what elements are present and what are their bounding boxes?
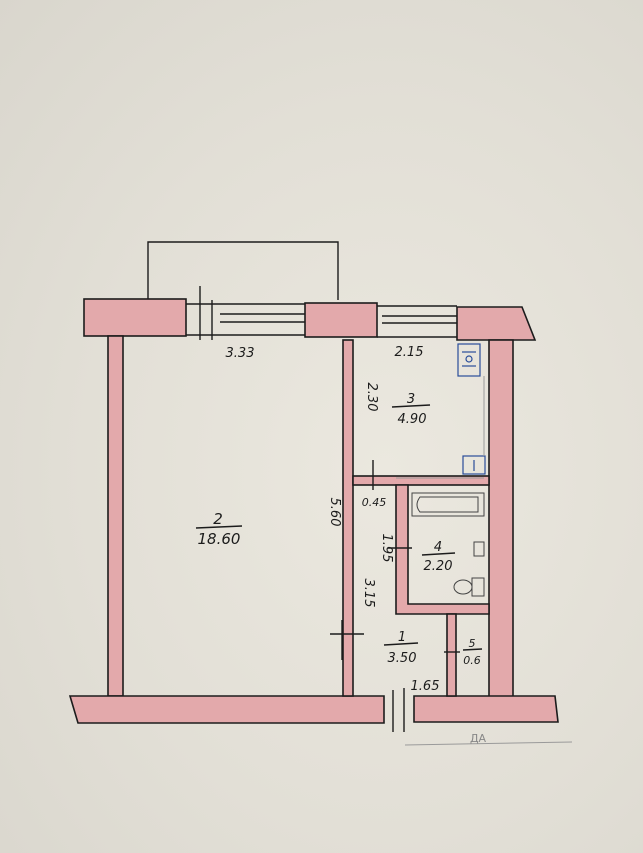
dim-room2-length: 5.60	[327, 498, 342, 527]
partition-kitchen	[352, 475, 490, 486]
window-kitchen	[377, 305, 457, 338]
stove-icon	[457, 343, 481, 377]
dim-bath-gap: 0.45	[362, 496, 387, 509]
entrance-door	[392, 688, 405, 732]
wc-wall	[446, 613, 457, 697]
room-2-label: 2 18.60	[195, 510, 243, 548]
bathtub-icon	[411, 492, 485, 517]
room-1-label: 1 3.50	[383, 630, 419, 666]
bottom-wall	[68, 695, 385, 724]
room-3-number: 3	[407, 392, 415, 407]
dim-hall-length: 3.15	[361, 579, 376, 608]
dim-bath-length: 1.95	[379, 534, 394, 563]
room-1-area: 3.50	[388, 651, 417, 666]
room-4-label: 4 2.20	[421, 540, 456, 574]
balcony-outline	[147, 241, 339, 300]
room-5-number: 5	[469, 637, 476, 650]
left-wall	[107, 335, 124, 697]
dim-hall-width: 1.65	[411, 679, 440, 694]
top-wall-right	[456, 306, 537, 341]
room-5-area: 0.6	[463, 654, 481, 667]
bottom-wall-right	[413, 695, 559, 723]
room-3-label: 3 4.90	[391, 392, 431, 427]
room-4-number: 4	[434, 540, 442, 555]
dim-room2-width: 3.33	[226, 346, 255, 361]
room-3-area: 4.90	[398, 412, 427, 427]
door-room-2	[330, 620, 364, 660]
window-room-2	[186, 286, 305, 340]
room-2-area: 18.60	[198, 530, 241, 548]
signature-line	[404, 741, 573, 746]
top-wall-pier	[304, 302, 378, 338]
sink-icon	[462, 455, 486, 475]
toilet-icon	[453, 577, 485, 597]
room-2-number: 2	[213, 510, 223, 528]
dim-kitchen-length: 2.30	[364, 383, 379, 412]
room-1-number: 1	[398, 630, 406, 645]
dim-kitchen-width: 2.15	[395, 345, 424, 360]
washbasin-icon	[473, 541, 485, 557]
room-5-label: 5 0.6	[462, 637, 483, 667]
partition-main	[342, 339, 354, 697]
top-wall-left	[83, 298, 187, 337]
signature: ДА	[470, 732, 487, 745]
right-wall	[488, 339, 514, 699]
room-4-area: 2.20	[424, 559, 453, 574]
bathroom-wall	[395, 484, 490, 615]
